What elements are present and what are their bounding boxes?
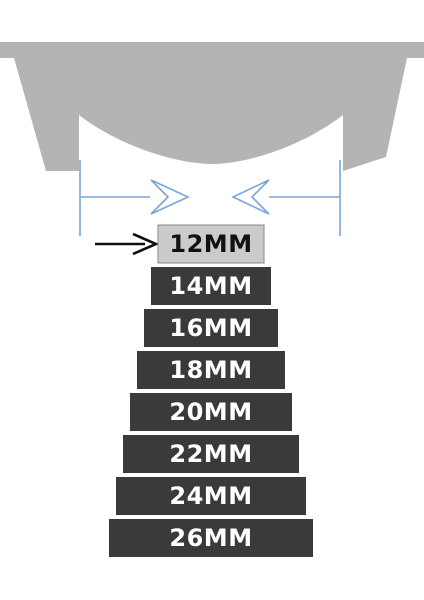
pointer-arrow-icon xyxy=(95,232,160,256)
lug-width-measure xyxy=(79,160,341,236)
size-bar-14mm xyxy=(151,267,271,305)
size-bar-26mm xyxy=(109,519,313,557)
left-arrow-icon xyxy=(150,179,190,215)
size-bar-16mm xyxy=(144,309,278,347)
size-label-20mm: 20MM xyxy=(169,398,252,426)
size-label-22mm: 22MM xyxy=(169,440,252,468)
size-bar-24mm xyxy=(116,477,306,515)
size-label-14mm: 14MM xyxy=(169,272,252,300)
size-label-12mm: 12MM xyxy=(169,230,252,258)
size-bar-18mm xyxy=(137,351,285,389)
size-label-24mm: 24MM xyxy=(169,482,252,510)
size-bar-22mm xyxy=(123,435,299,473)
size-label-16mm: 16MM xyxy=(169,314,252,342)
size-stack: 12MM 14MM 16MM 18MM 20MM 22MM 24MM 26MM xyxy=(109,224,313,557)
size-label-18mm: 18MM xyxy=(169,356,252,384)
right-arrow-icon xyxy=(231,179,270,215)
watch-case-shape xyxy=(0,42,424,171)
size-label-26mm: 26MM xyxy=(169,524,252,552)
size-bar-12mm xyxy=(157,224,265,264)
size-bar-20mm xyxy=(130,393,292,431)
